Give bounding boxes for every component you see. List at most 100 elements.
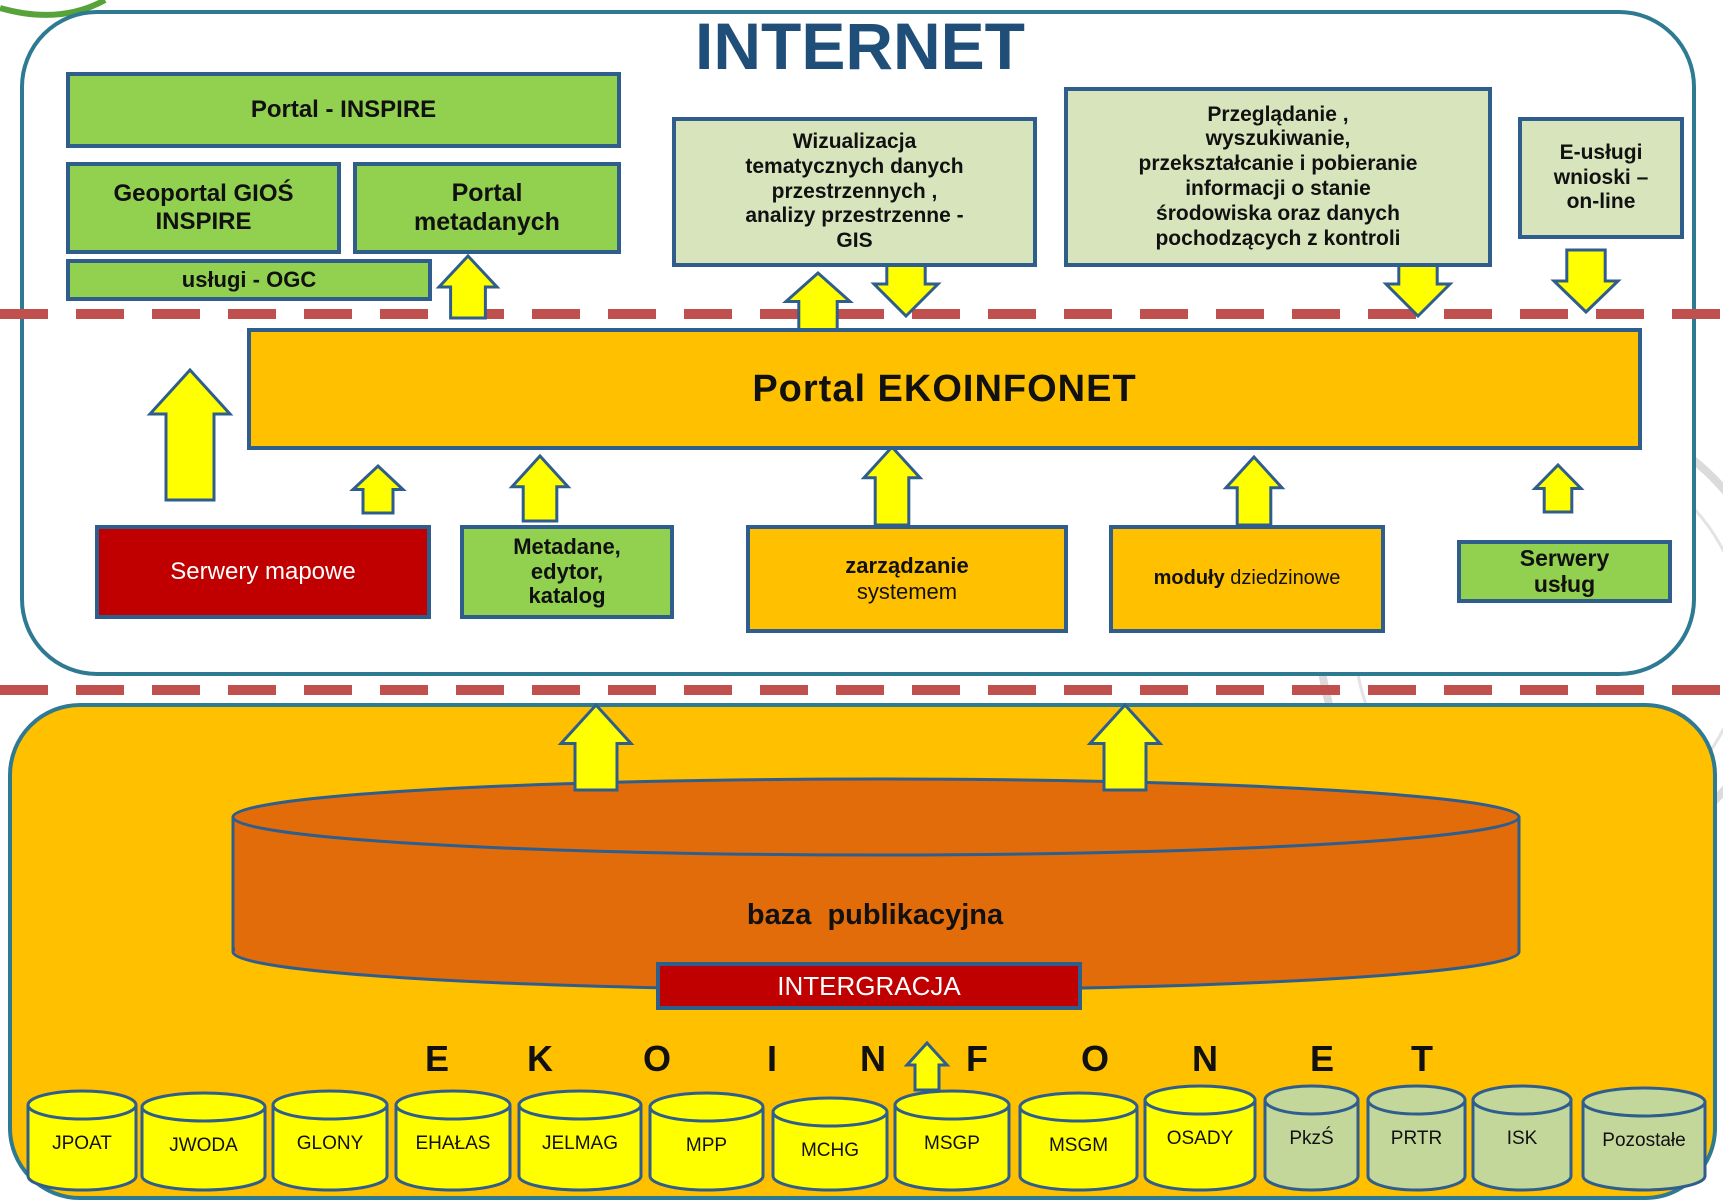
wizualizacja-line-5: GIS [836,229,873,253]
ekoinfonet-letter-1: E [424,1038,449,1079]
source-label-6[interactable]: MPP [685,1135,728,1156]
publication-database-cylinder [231,777,1521,992]
serwery-uslug-line-1: Serwery [1519,545,1610,572]
moduly-dziedzinowe-box[interactable]: moduły dziedzinowe [1109,525,1385,633]
source-label-10[interactable]: OSADY [1166,1128,1234,1149]
source-label-13[interactable]: ISK [1506,1128,1538,1149]
ekoinfonet-letter-7: O [1080,1038,1109,1079]
moduly-bold-text: moduły [1153,567,1225,590]
source-cylinder-4 [394,1089,512,1192]
metadane-line-3: katalog [528,583,606,609]
uslugi-ogc-label: usługi - OGC [181,267,317,293]
baza-publikacyjna-label: baza publikacyjna [746,899,1004,931]
source-label-8[interactable]: MSGP [924,1133,980,1154]
przegladanie-line-2: wyszukiwanie, [1205,127,1351,151]
przegladanie-line-1: Przeglądanie , [1207,102,1349,126]
metadane-box[interactable]: Metadane,edytor,katalog [460,525,674,619]
serwery-uslug-line-2: usług [1533,570,1596,597]
przegladanie-line-4: informacji o stanie [1185,177,1371,200]
geoportal-gios-box[interactable]: Geoportal GIOŚ INSPIRE [66,162,341,254]
flow-arrows [146,248,1622,1092]
wizualizacja-line-4: analizy przestrzenne - [745,204,964,228]
arrow-up-portal-metadanych [435,253,501,320]
e-uslugi-line-2: wnioski – [1553,165,1649,189]
source-label-1[interactable]: JPOAT [52,1133,112,1154]
wizualizacja-line-2: tematycznych danych [745,154,964,178]
przegladanie-box[interactable]: Przeglądanie ,wyszukiwanie,przekształcan… [1064,87,1492,267]
metadane-line-1: Metadane, [513,534,621,560]
geoportal-label-line2: INSPIRE [155,208,252,235]
moduly-rest-text: dziedzinowe [1224,567,1341,590]
zarzadzanie-line-1: zarządzanie [845,553,969,579]
serwery-mapowe-label: Serwery mapowe [170,557,356,585]
ekoinfonet-letter-5: N [860,1038,886,1079]
source-label-2[interactable]: JWODA [169,1135,238,1156]
arrow-up-metadane [508,453,572,523]
arrow-up-serwery-mapowe [349,463,407,515]
ekoinfonet-letter-10: T [1411,1038,1433,1079]
portal-inspire-label: Portal - INSPIRE [250,95,437,123]
source-label-12[interactable]: PRTR [1390,1128,1443,1149]
source-cylinder-14 [1581,1086,1707,1192]
source-cylinder-3 [271,1089,389,1192]
source-cylinder-12 [1366,1084,1467,1192]
ekoinfonet-letter-2: K [527,1038,553,1079]
data-source-cylinders [26,1084,1707,1192]
przegladanie-line-5: środowiska oraz danych [1156,201,1400,225]
arrow-up-integracja [903,1040,951,1092]
integracja-box[interactable]: INTERGRACJA [656,962,1082,1010]
internet-title: INTERNET [695,9,1025,83]
portal-metadanych-line1: Portal [451,178,523,207]
arrow-down-e-uslugi [1550,248,1622,315]
przegladanie-line-3: przekształcanie i pobieranie [1138,152,1418,176]
uslugi-ogc-box[interactable]: usługi - OGC [66,259,432,301]
metadane-line-2: edytor, [530,558,604,584]
source-label-9[interactable]: MSGM [1048,1135,1109,1156]
portal-ekoinfonet-label: Portal EKOINFONET [752,367,1137,410]
ekoinfonet-letter-8: N [1192,1038,1218,1079]
source-cylinder-7 [771,1096,889,1192]
portal-metadanych-line2: metadanych [414,208,560,236]
geoportal-label-line1: Geoportal GIOŚ [113,179,294,207]
source-cylinder-1 [26,1089,138,1192]
e-uslugi-line-1: E-usługi [1559,140,1643,164]
ekoinfonet-letter-6: F [966,1038,988,1079]
source-cylinder-6 [648,1091,765,1192]
source-label-11[interactable]: PkzŚ [1289,1128,1334,1149]
moduly-dziedzinowe-label: moduły dziedzinowe [1154,567,1341,591]
source-cylinder-2 [140,1091,267,1192]
wizualizacja-line-1: Wizualizacja [792,130,917,154]
source-cylinder-5 [517,1089,643,1192]
source-cylinder-11 [1263,1084,1360,1192]
serwery-mapowe-box[interactable]: Serwery mapowe [95,525,431,619]
arrow-up-serwery-uslug [1531,462,1585,514]
source-cylinder-13 [1471,1084,1573,1192]
source-cylinder-9 [1018,1091,1139,1192]
ekoinfonet-letter-4: I [766,1038,777,1079]
source-label-7[interactable]: MCHG [800,1140,860,1161]
ekoinfonet-letter-9: E [1309,1038,1334,1079]
portal-metadanych-box[interactable]: Portal metadanych [353,162,621,254]
source-label-5[interactable]: JELMAG [541,1133,619,1154]
arrow-up-serwery-mapowe-main [146,367,234,502]
source-label-4[interactable]: EHAŁAS [415,1133,491,1154]
przegladanie-line-6: pochodzących z kontroli [1155,226,1401,250]
arrow-up-database-right [1086,702,1164,792]
zarzadzanie-line-2: systemem [856,579,958,604]
source-cylinder-8 [893,1089,1011,1192]
wizualizacja-line-3: przestrzennych , [771,179,938,203]
integracja-label: INTERGRACJA [777,970,961,1001]
portal-ekoinfonet-box[interactable]: Portal EKOINFONET [247,328,1642,450]
source-cylinder-10 [1143,1084,1257,1192]
corner-logo [0,0,107,18]
source-label-14[interactable]: Pozostałe [1602,1130,1686,1151]
source-label-3[interactable]: GLONY [296,1133,364,1154]
ekoinfonet-letter-3: O [642,1038,671,1079]
e-uslugi-line-3: on-line [1566,190,1636,214]
portal-inspire-box[interactable]: Portal - INSPIRE [66,72,621,148]
